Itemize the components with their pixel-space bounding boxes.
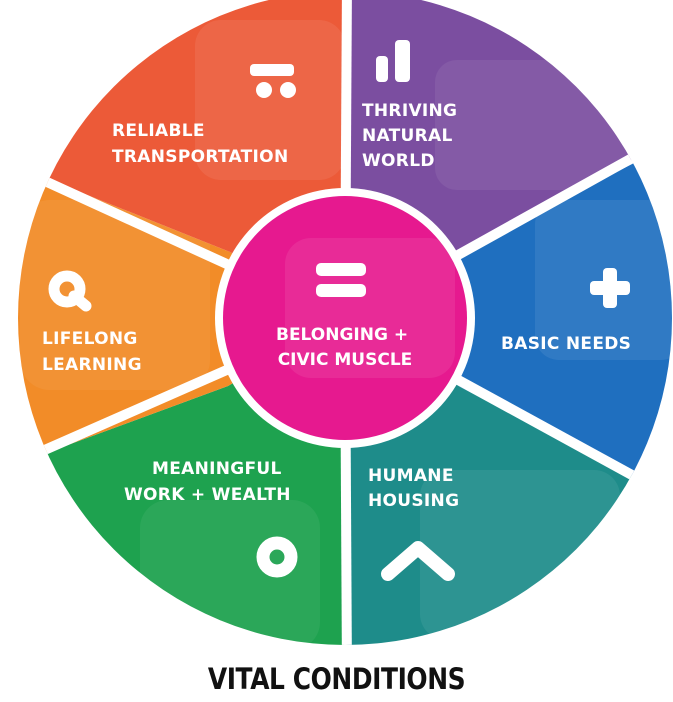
chevron-up-icon <box>381 541 455 581</box>
label-line: NATURAL <box>362 126 453 146</box>
label-line: BELONGING + <box>276 325 408 345</box>
segment-lifelong-learning-wedge <box>18 160 345 470</box>
ring-icon <box>256 536 298 578</box>
segment-basic-needs-wedge <box>345 160 672 480</box>
segment-lifelong-learning-label: LIFELONG LEARNING <box>42 329 144 375</box>
label-line: LEARNING <box>42 355 142 375</box>
segment-lifelong-learning[interactable]: LIFELONG LEARNING <box>0 160 345 470</box>
plus-icon <box>590 268 630 308</box>
diagram-caption: VITAL CONDITIONS <box>207 662 466 696</box>
label-line: TRANSPORTATION <box>112 147 288 167</box>
label-line: MEANINGFUL <box>152 459 282 479</box>
bar-chart-icon <box>376 40 410 82</box>
hub-belonging-civic-muscle[interactable]: BELONGING + CIVIC MUSCLE <box>215 188 475 448</box>
segment-humane-housing-label: HUMANE HOUSING <box>368 466 460 511</box>
hub-circle <box>223 196 467 440</box>
hub-label: BELONGING + CIVIC MUSCLE <box>276 325 414 370</box>
segment-basic-needs[interactable]: BASIC NEEDS <box>345 160 673 480</box>
segment-basic-needs-label: BASIC NEEDS <box>501 334 631 354</box>
label-line: HUMANE <box>368 466 454 486</box>
label-line: WORK + WEALTH <box>124 485 291 505</box>
equals-bars-icon <box>316 263 366 297</box>
label-line: RELIABLE <box>112 121 205 141</box>
segment-meaningful-work-wealth-label: MEANINGFUL WORK + WEALTH <box>124 459 291 505</box>
label-line: HOUSING <box>368 491 459 511</box>
segment-thriving-natural-world-label: THRIVING NATURAL WORLD <box>362 101 464 171</box>
label-line: CIVIC MUSCLE <box>278 350 413 370</box>
bus-icon <box>250 64 296 98</box>
label-line: LIFELONG <box>42 329 138 349</box>
vital-conditions-wheel: THRIVING NATURAL WORLD BASIC NEEDS HUMAN… <box>0 0 673 645</box>
magnifier-q-icon <box>48 270 92 312</box>
label-line: BASIC NEEDS <box>501 334 631 354</box>
label-line: THRIVING <box>362 101 457 121</box>
segment-reliable-transportation-label: RELIABLE TRANSPORTATION <box>112 121 288 167</box>
label-line: WORLD <box>362 151 435 171</box>
